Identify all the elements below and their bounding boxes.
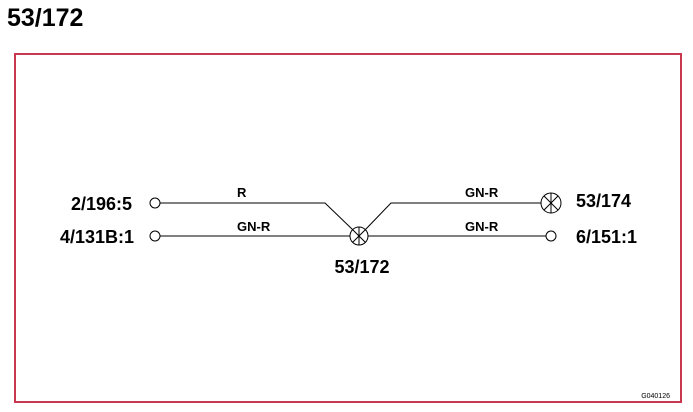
label-left-top: 2/196:5	[71, 194, 132, 214]
label-right-top: 53/174	[576, 191, 631, 211]
wire-left-top	[160, 202, 354, 231]
label-right-bottom: 6/151:1	[576, 227, 637, 247]
wire-label-left-bottom: GN-R	[237, 219, 271, 234]
label-center: 53/172	[334, 257, 389, 277]
splice-center-symbol	[349, 226, 369, 246]
splice-right-top-symbol	[540, 192, 562, 214]
figure-id: G040126	[641, 393, 670, 400]
wire-label-right-top: GN-R	[465, 185, 499, 200]
wire-label-left-top: R	[237, 185, 247, 200]
diagram-frame	[14, 53, 682, 403]
wire-label-right-bottom: GN-R	[465, 219, 499, 234]
terminal-right-bottom	[545, 230, 557, 242]
terminal-left-top	[149, 197, 161, 209]
label-left-bottom: 4/131B:1	[60, 227, 134, 247]
terminal-left-bottom	[149, 230, 161, 242]
page-title: 53/172	[7, 4, 84, 32]
wire-right-top	[364, 202, 541, 231]
